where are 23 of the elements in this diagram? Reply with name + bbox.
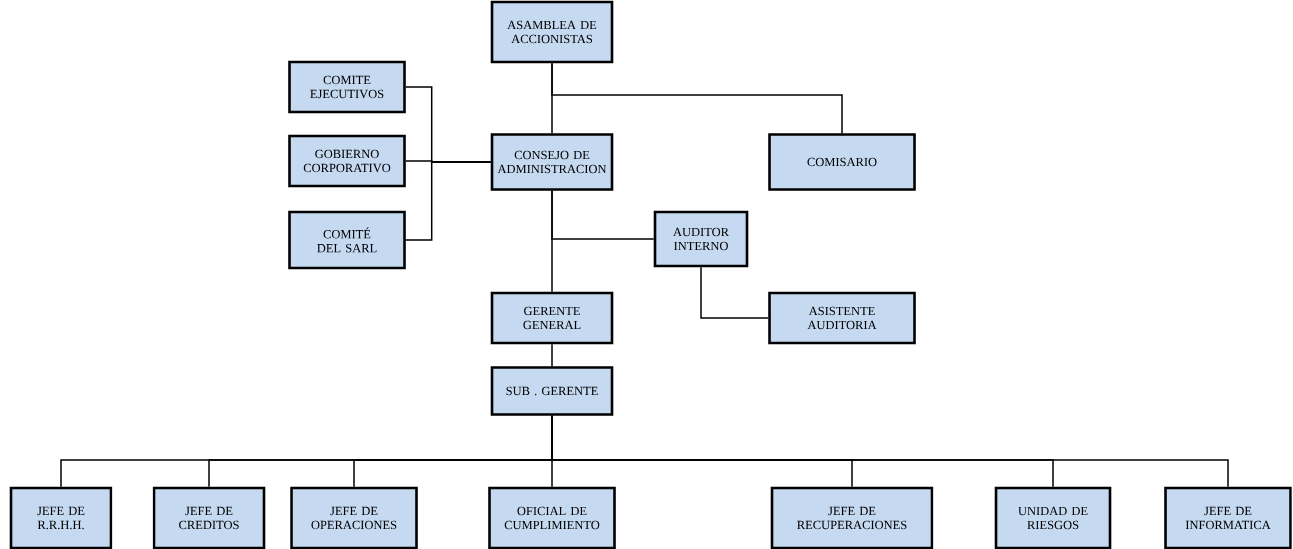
org-box: SUB . GERENTE bbox=[490, 366, 614, 416]
org-box: JEFE DE INFORMATICA bbox=[1164, 486, 1292, 549]
connector-line bbox=[700, 266, 769, 319]
org-box: ASISTENTE AUDITORIA bbox=[768, 291, 916, 345]
connector-line bbox=[551, 415, 1229, 488]
connector-line bbox=[551, 190, 655, 240]
org-box: JEFE DE OPERACIONES bbox=[290, 486, 418, 549]
org-box: AUDITOR INTERNO bbox=[653, 210, 749, 268]
connector-line bbox=[551, 343, 553, 367]
org-box: GERENTE GENERAL bbox=[490, 291, 614, 345]
org-box: JEFE DE R.R.H.H. bbox=[9, 486, 113, 549]
connector-line bbox=[405, 161, 492, 241]
org-box: JEFE DE CREDITOS bbox=[152, 486, 266, 549]
org-box: ASAMBLEA DE ACCIONISTAS bbox=[490, 0, 614, 64]
connector-line bbox=[551, 62, 843, 134]
org-box: JEFE DE RECUPERACIONES bbox=[770, 486, 934, 549]
org-box: OFICIAL DE CUMPLIMIENTO bbox=[488, 486, 616, 549]
org-box: COMITÉ DEL SARL bbox=[288, 210, 406, 270]
org-box: GOBIERNO CORPORATIVO bbox=[288, 134, 406, 188]
org-box: UNIDAD DE RIESGOS bbox=[994, 486, 1112, 549]
org-box: COMITE EJECUTIVOS bbox=[288, 60, 406, 114]
org-box: CONSEJO DE ADMINISTRACION bbox=[490, 133, 614, 191]
org-box: COMISARIO bbox=[768, 133, 916, 191]
